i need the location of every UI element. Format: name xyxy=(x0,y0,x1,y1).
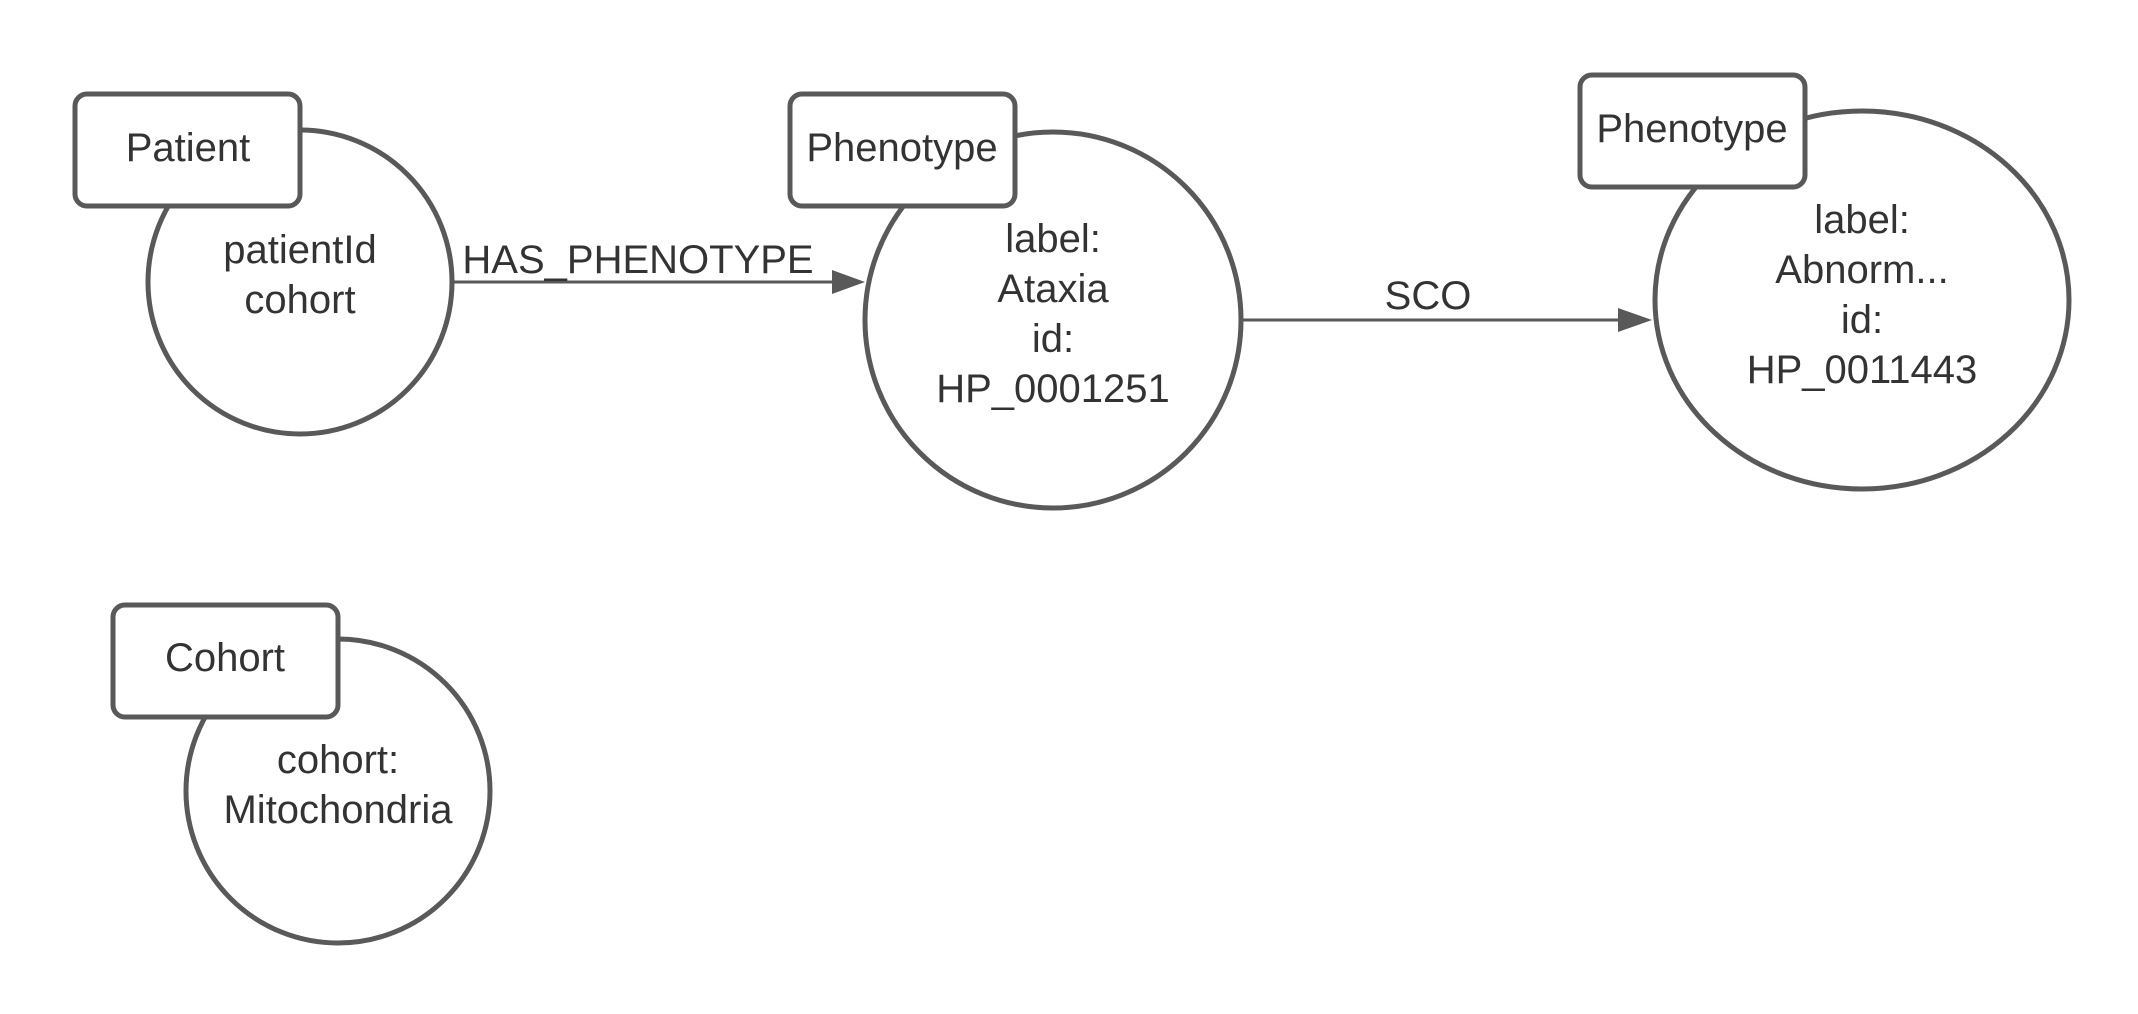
node-cohort-tag xyxy=(110,602,341,720)
node-phenotype-ataxia-circle xyxy=(862,129,1244,511)
node-cohort-prop-1: cohort: xyxy=(277,738,399,782)
node-phenotype-abnorm[interactable]: label: Abnorm... id: HP_0011443 Phenotyp… xyxy=(1577,72,2072,492)
node-cohort-tag-label: Cohort xyxy=(165,636,285,680)
node-phenotype-ataxia-tag xyxy=(787,91,1018,209)
edge-sco: SCO xyxy=(1239,274,1652,332)
node-phenotype-abnorm-prop-4: HP_0011443 xyxy=(1747,348,1978,392)
node-phenotype-ataxia-tag-label: Phenotype xyxy=(806,126,997,170)
edge-has-phenotype-label: HAS_PHENOTYPE xyxy=(462,238,813,282)
node-patient-tag xyxy=(72,91,303,209)
edge-has-phenotype: HAS_PHENOTYPE xyxy=(452,238,865,294)
node-phenotype-ataxia-prop-2: Ataxia xyxy=(997,267,1109,311)
node-phenotype-ataxia-prop-3: id: xyxy=(1032,317,1074,361)
node-patient-prop-1: patientId xyxy=(223,228,376,272)
node-phenotype-ataxia-prop-1: label: xyxy=(1005,217,1101,261)
node-cohort-prop-2: Mitochondria xyxy=(223,788,453,832)
node-phenotype-abnorm-prop-3: id: xyxy=(1841,298,1883,342)
edge-sco-arrowhead xyxy=(1618,308,1652,332)
node-patient-prop-2: cohort xyxy=(244,278,355,322)
node-phenotype-ataxia[interactable]: label: Ataxia id: HP_0001251 Phenotype xyxy=(787,91,1244,511)
node-phenotype-abnorm-circle xyxy=(1652,108,2072,492)
edge-has-phenotype-arrowhead xyxy=(832,270,865,294)
node-cohort[interactable]: cohort: Mitochondria Cohort xyxy=(110,602,493,946)
node-phenotype-abnorm-tag xyxy=(1577,72,1808,190)
node-phenotype-ataxia-prop-4: HP_0001251 xyxy=(936,367,1170,411)
node-phenotype-abnorm-tag-label: Phenotype xyxy=(1596,107,1787,151)
node-patient[interactable]: patientId cohort Patient xyxy=(72,91,455,437)
node-phenotype-abnorm-prop-2: Abnorm... xyxy=(1775,248,1948,292)
node-phenotype-abnorm-prop-1: label: xyxy=(1814,198,1910,242)
node-patient-tag-label: Patient xyxy=(126,126,251,170)
edge-sco-label: SCO xyxy=(1385,274,1472,318)
